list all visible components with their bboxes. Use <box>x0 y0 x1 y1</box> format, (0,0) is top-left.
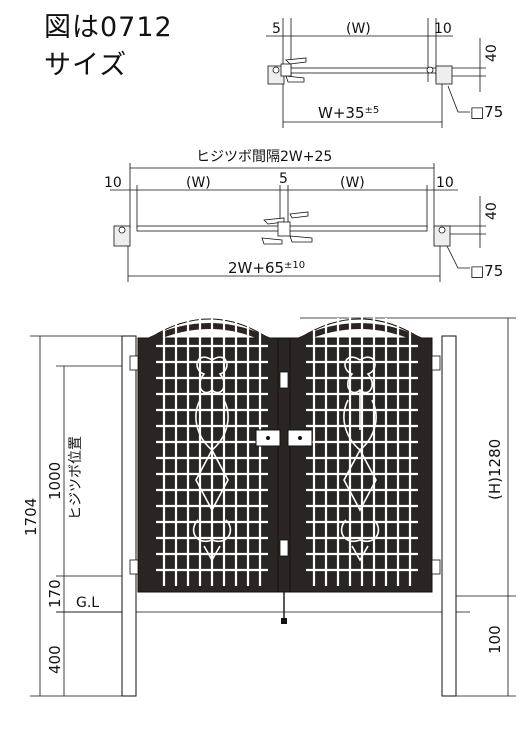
dim-hinge-height: 1000 <box>46 462 64 500</box>
dim-single-total: W+35±5 <box>318 104 379 122</box>
dim-double-w-left: (W) <box>186 175 211 191</box>
right-post <box>441 335 457 697</box>
dim-double-center: 5 <box>279 171 288 187</box>
top-view-single-labels: 5 (W) 10 40 W+35±5 □75 <box>272 21 503 122</box>
dim-total-height: 1704 <box>22 498 40 536</box>
dim-single-left: 5 <box>272 21 281 37</box>
dim-post-below: 100 <box>486 625 504 654</box>
title-line-2: サイズ <box>44 50 128 81</box>
dim-bottom-clearance: 170 <box>46 579 64 608</box>
dim-double-depth: 40 <box>484 202 500 220</box>
dim-embed-depth: 400 <box>46 645 64 674</box>
right-gate-leaf <box>289 316 441 593</box>
post-size-double: □75 <box>470 262 503 280</box>
center-lock <box>255 337 313 624</box>
dim-double-right: 10 <box>436 175 454 191</box>
dim-hinge-spacing: ヒジツボ間隔2W+25 <box>196 149 332 165</box>
dim-double-total: 2W+65±10 <box>228 259 305 277</box>
dim-double-left: 10 <box>104 175 122 191</box>
dim-single-right: 10 <box>434 21 452 37</box>
post-size-single: □75 <box>470 103 503 121</box>
elevation-labels: 1704 1000 ヒジツボ位置 170 G.L 400 (H)1280 100 <box>22 436 504 674</box>
top-view-single <box>266 18 486 128</box>
top-view-double <box>110 163 486 282</box>
top-view-double-labels: ヒジツボ間隔2W+25 10 (W) 5 (W) 10 40 2W+65±10 … <box>104 149 503 280</box>
ground-line-label: G.L <box>76 595 99 611</box>
dim-double-w-right: (W) <box>340 175 365 191</box>
dim-single-depth: 40 <box>484 44 500 62</box>
hinge-position-label: ヒジツボ位置 <box>68 436 84 520</box>
dim-gate-height: (H)1280 <box>486 439 504 500</box>
left-gate-leaf <box>129 316 279 593</box>
title-line-1: 図は0712 <box>44 12 173 43</box>
dim-single-width: (W) <box>346 21 371 37</box>
left-post <box>121 335 137 697</box>
